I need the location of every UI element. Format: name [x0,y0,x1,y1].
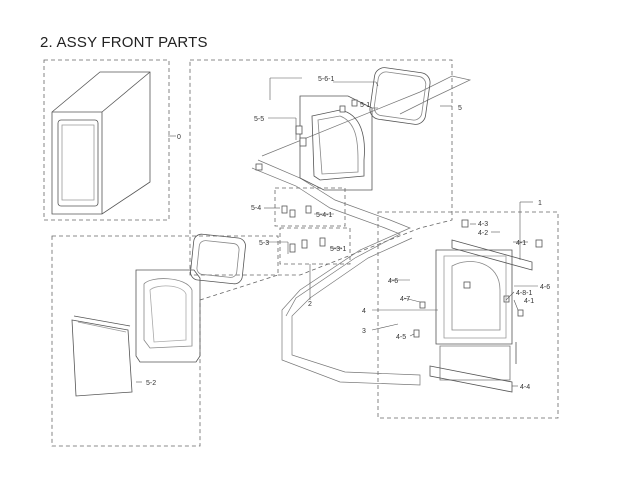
label-1: 1 [538,200,542,207]
boundary-sub-5-4 [274,187,346,227]
boundary-dryer-body [43,59,170,221]
leader-lines [136,77,538,387]
label-5-4: 5-4 [251,205,261,212]
front-gasket-loop [251,75,472,386]
callout-labels: 0 5 5-6-1 5-1 5-5 5-4 5-4-1 5-3 5-3-1 2 … [146,76,550,391]
front-panel-assy [429,239,533,393]
assembly-boundaries [43,59,559,447]
dryer-cabinet [51,71,151,215]
label-5-3: 5-3 [259,240,269,247]
label-4-1-top: 4-1 [516,240,526,247]
boundary-assy-5 [189,59,453,276]
label-5-6-1: 5-6-1 [318,76,334,83]
boundary-sub-5-3 [279,227,351,265]
label-4: 4 [362,308,366,315]
label-5: 5 [458,105,462,112]
label-4-8-1: 4-8-1 [516,290,532,297]
label-4-5: 4-5 [396,334,406,341]
label-4-3: 4-3 [478,221,488,228]
label-5-3-1: 5-3-1 [330,246,346,253]
label-4-4: 4-4 [520,384,530,391]
label-4-1-right: 4-1 [524,298,534,305]
label-3: 3 [362,328,366,335]
label-4-2: 4-2 [478,230,488,237]
label-2: 2 [308,301,312,308]
small-hardware [255,99,543,338]
label-4-7: 4-7 [400,296,410,303]
boundary-assy-4 [377,211,559,419]
door-assy [71,233,246,397]
label-5-5: 5-5 [254,116,264,123]
label-4-6-left: 4-6 [388,278,398,285]
label-4-6-right: 4-6 [540,284,550,291]
label-5-4-1: 5-4-1 [316,212,332,219]
front-frame-assy [299,67,431,191]
label-5-1: 5-1 [360,102,370,109]
label-0: 0 [177,134,181,141]
label-5-2: 5-2 [146,380,156,387]
diagram-title: 2. ASSY FRONT PARTS [40,34,208,51]
